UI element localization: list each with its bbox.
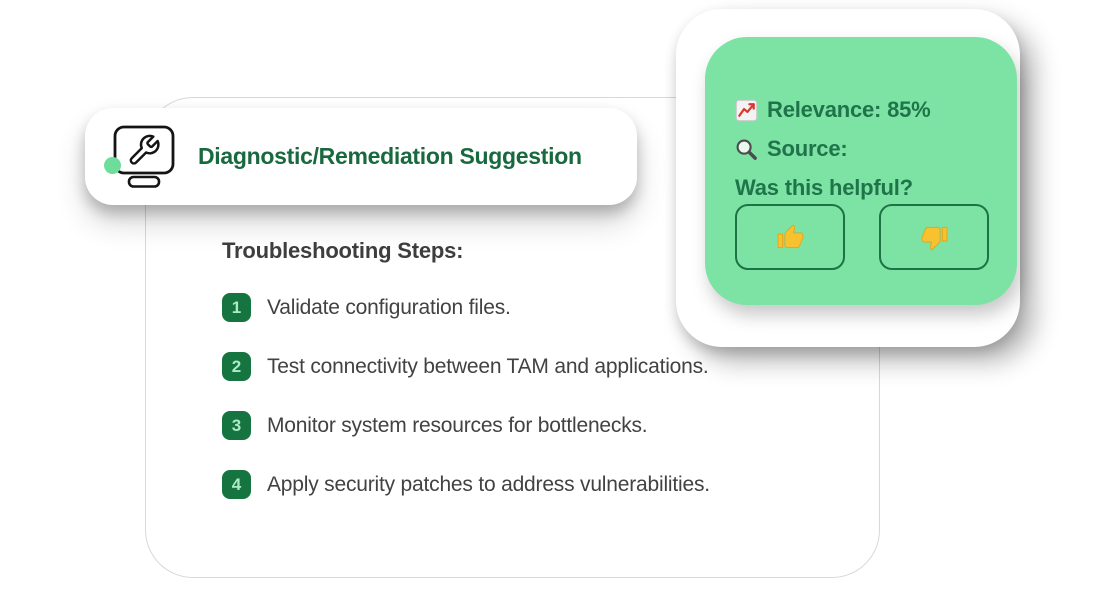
steps-title: Troubleshooting Steps: — [222, 238, 464, 263]
thumbs-up-button[interactable] — [735, 204, 845, 270]
source-row: Source: — [735, 134, 848, 164]
step-text: Apply security patches to address vulner… — [267, 472, 710, 496]
magnifying-glass-icon — [735, 138, 758, 161]
step-row-2: 2 Test connectivity between TAM and appl… — [222, 352, 709, 381]
diagnostic-header-pill: Diagnostic/Remediation Suggestion — [85, 108, 637, 205]
thumbs-down-icon — [921, 224, 948, 251]
step-text: Monitor system resources for bottlenecks… — [267, 413, 648, 437]
step-text: Test connectivity between TAM and applic… — [267, 354, 709, 378]
chart-increasing-icon — [735, 99, 758, 122]
step-row-3: 3 Monitor system resources for bottlenec… — [222, 411, 648, 440]
relevance-row: Relevance: 85% — [735, 95, 931, 125]
feedback-card: Relevance: 85% Source: Was this helpful? — [705, 37, 1017, 305]
step-number-badge: 2 — [222, 352, 251, 381]
step-row-1: 1 Validate configuration files. — [222, 293, 511, 322]
step-number-badge: 3 — [222, 411, 251, 440]
step-number-badge: 4 — [222, 470, 251, 499]
header-title: Diagnostic/Remediation Suggestion — [198, 143, 582, 169]
helpful-question-text: Was this helpful? — [735, 175, 913, 200]
step-text: Validate configuration files. — [267, 295, 511, 319]
source-label: Source: — [767, 136, 848, 161]
feedback-buttons — [735, 204, 989, 270]
relevance-label: Relevance: 85% — [767, 97, 931, 122]
monitor-wrench-icon — [112, 124, 176, 190]
thumbs-down-button[interactable] — [879, 204, 989, 270]
step-row-4: 4 Apply security patches to address vuln… — [222, 470, 710, 499]
helpful-question: Was this helpful? — [735, 173, 913, 203]
thumbs-up-icon — [777, 223, 804, 251]
status-dot — [104, 157, 121, 174]
step-number-badge: 1 — [222, 293, 251, 322]
